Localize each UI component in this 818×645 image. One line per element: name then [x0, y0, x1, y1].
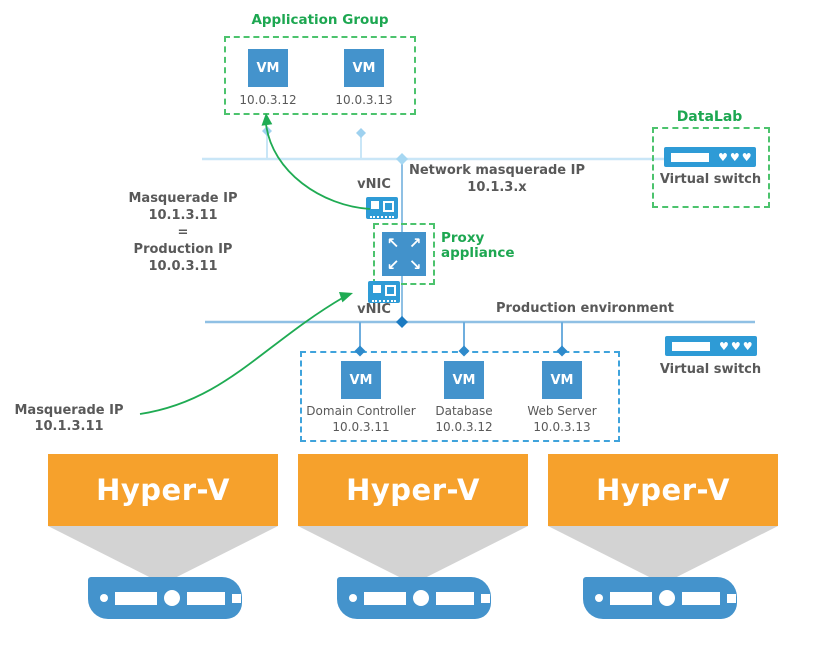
server-icon: [337, 577, 491, 619]
vm-ip: 10.0.3.13: [335, 93, 393, 107]
proxy-appliance-label: Proxy appliance: [441, 231, 521, 261]
note-line: 10.1.3.11: [34, 419, 104, 434]
vm-icon: VM: [248, 49, 288, 87]
vm-ip: 10.0.3.11: [332, 420, 390, 434]
server-icon: [583, 577, 737, 619]
server-port: [232, 593, 241, 603]
prod-vm-1: VM Domain Controller 10.0.3.11: [306, 361, 416, 435]
server-led: [349, 594, 357, 602]
virtual-switch-icon: ♥♥♥: [664, 147, 756, 167]
arrow-up-left-icon: ↖: [386, 234, 400, 252]
note-line: Masquerade IP: [14, 403, 124, 418]
server-drive-bay: [187, 591, 225, 605]
nic-chip: [371, 201, 379, 209]
datalab-title: DataLab: [676, 109, 743, 125]
host-funnel-1: [48, 526, 278, 577]
switch-ports-icon: ♥♥♥: [718, 150, 754, 164]
switch-ports-icon: ♥♥♥: [719, 339, 755, 353]
masquerade-equals-note: Masquerade IP 10.1.3.11 = Production IP …: [108, 190, 258, 275]
hyperv-label: Hyper-V: [596, 473, 730, 507]
vm-name: Web Server: [527, 404, 597, 418]
masquerade-ip-note: Masquerade IP 10.1.3.11: [8, 403, 130, 435]
server-port: [481, 593, 490, 603]
hyperv-host-2: Hyper-V: [298, 454, 528, 526]
server-port: [727, 593, 736, 603]
vm-icon: VM: [542, 361, 582, 399]
arrow-down-right-icon: ↘: [408, 256, 422, 274]
server-drive-bay: [115, 591, 157, 605]
virtual-switch-icon: ♥♥♥: [665, 336, 757, 356]
datalab-box: [652, 127, 770, 208]
host-funnel-2: [298, 526, 528, 577]
server-button: [413, 590, 429, 606]
hyperv-host-1: Hyper-V: [48, 454, 278, 526]
arrow-up-right-icon: ↗: [408, 234, 422, 252]
vm-name: Domain Controller: [306, 404, 416, 418]
vm-icon: VM: [341, 361, 381, 399]
nic-chip-outline: [385, 285, 396, 296]
app-vm-1: VM 10.0.3.12: [232, 49, 304, 107]
note-line: =: [177, 225, 189, 240]
nic-pins: [372, 300, 396, 302]
masquerade-network-label-line2: 10.1.3.x: [467, 179, 527, 195]
vm-ip: 10.0.3.13: [533, 420, 591, 434]
nic-chip: [373, 285, 381, 293]
server-button: [164, 590, 180, 606]
server-button: [659, 590, 675, 606]
hyperv-label: Hyper-V: [346, 473, 480, 507]
vm-icon: VM: [344, 49, 384, 87]
proxy-label-line2: appliance: [441, 245, 515, 261]
hyperv-label: Hyper-V: [96, 473, 230, 507]
masquerade-network-label-line1: Network masquerade IP: [408, 163, 586, 178]
vm-icon-label: VM: [352, 60, 376, 76]
masquerade-arrow-up: [265, 123, 371, 210]
server-led: [100, 594, 108, 602]
nic-chip-outline: [383, 201, 394, 212]
vm-name: Database: [435, 404, 493, 418]
datalab-switch-label: Virtual switch: [659, 172, 762, 187]
vnic-top-label: vNIC: [357, 177, 391, 192]
proxy-appliance-box: ↖ ↗ ↙ ↘: [373, 223, 435, 285]
switch-port-bar: [671, 152, 709, 162]
server-drive-bay: [682, 591, 720, 605]
server-drive-bay: [364, 591, 406, 605]
vnic-bottom-icon: [368, 281, 400, 303]
arrowhead-icon: [339, 292, 353, 303]
vnic-top-icon: [366, 197, 398, 219]
note-line: 10.1.3.11: [148, 208, 218, 223]
host-funnel-3: [548, 526, 778, 577]
note-line: 10.0.3.11: [148, 259, 218, 274]
vm-ip: 10.0.3.12: [239, 93, 297, 107]
vm-icon-label: VM: [452, 372, 476, 388]
masquerade-network-label: Network masquerade IP 10.1.3.x: [397, 163, 597, 197]
server-drive-bay: [436, 591, 474, 605]
vm-ip: 10.0.3.12: [435, 420, 493, 434]
server-icon: [88, 577, 242, 619]
hyperv-host-3: Hyper-V: [548, 454, 778, 526]
prod-vm-3: VM Web Server 10.0.3.13: [507, 361, 617, 435]
proxy-label-line1: Proxy: [441, 230, 485, 246]
production-environment-label: Production environment: [496, 301, 674, 316]
vnic-bottom-label: vNIC: [357, 302, 391, 317]
proxy-appliance-icon: ↖ ↗ ↙ ↘: [382, 232, 426, 276]
vm-icon-label: VM: [550, 372, 574, 388]
note-line: Masquerade IP: [128, 191, 238, 206]
vm-icon: VM: [444, 361, 484, 399]
app-vm-2: VM 10.0.3.13: [328, 49, 400, 107]
connector-diamond: [356, 128, 366, 138]
arrow-down-left-icon: ↙: [386, 256, 400, 274]
vm-icon-label: VM: [349, 372, 373, 388]
switch-port-bar: [672, 341, 710, 351]
production-switch-label: Virtual switch: [659, 362, 762, 377]
nic-pins: [370, 216, 394, 218]
server-drive-bay: [610, 591, 652, 605]
prod-vm-2: VM Database 10.0.3.12: [409, 361, 519, 435]
application-group-title: Application Group: [251, 12, 389, 28]
vm-icon-label: VM: [256, 60, 280, 76]
connector-diamond: [262, 126, 272, 136]
server-led: [595, 594, 603, 602]
application-group-box: [224, 36, 416, 115]
note-line: Production IP: [133, 242, 233, 257]
